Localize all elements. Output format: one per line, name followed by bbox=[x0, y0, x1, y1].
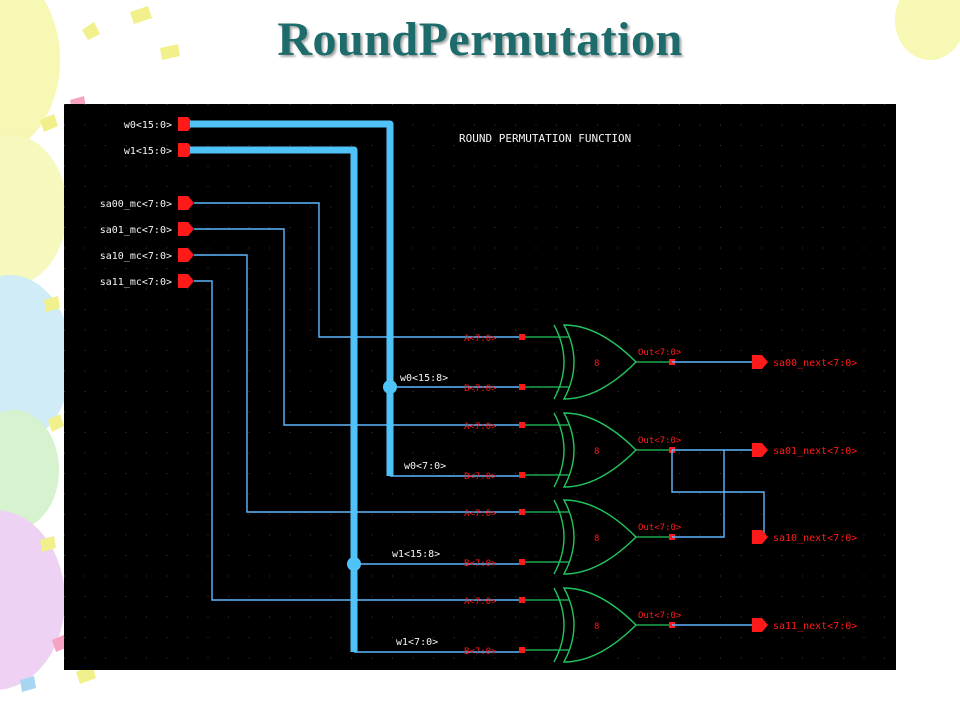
schematic-drawing: ROUND PERMUTATION FUNCTION w0<15:0> w1<1… bbox=[64, 104, 896, 670]
gate-width-label: 8 bbox=[594, 534, 599, 544]
input-label-w0: w0<15:0> bbox=[124, 120, 172, 131]
schematic-heading: ROUND PERMUTATION FUNCTION bbox=[459, 132, 631, 145]
input-label-sa10: sa10_mc<7:0> bbox=[100, 251, 172, 262]
gate-port-b-pin bbox=[519, 559, 525, 565]
balloon-yellow bbox=[0, 0, 60, 154]
xor-gate-input-arc bbox=[553, 499, 565, 575]
confetti bbox=[130, 6, 152, 24]
xor-gate-input-arc bbox=[553, 412, 565, 488]
confetti bbox=[40, 114, 58, 132]
xor-gate-body bbox=[562, 587, 637, 663]
bus-tap-w0-high bbox=[383, 380, 397, 394]
input-pin-sa11 bbox=[178, 274, 194, 288]
wire-cross-2 bbox=[672, 449, 752, 538]
gate-port-b-label: B<7:0> bbox=[464, 647, 497, 657]
output-label-sa00: sa00_next<7:0> bbox=[773, 358, 857, 369]
input-pin-sa10 bbox=[178, 248, 194, 262]
bus-tap-w1-high bbox=[347, 557, 361, 571]
confetti bbox=[44, 296, 60, 312]
gate-port-a-pin bbox=[519, 334, 525, 340]
input-pin-sa00 bbox=[178, 196, 194, 210]
gate-port-a-label: A<7:0> bbox=[464, 597, 497, 607]
confetti bbox=[48, 414, 64, 432]
balloon-purple bbox=[0, 510, 65, 690]
wire-sa01 bbox=[194, 228, 519, 426]
xor-gate-input-arc bbox=[553, 324, 565, 400]
gate-width-label: 8 bbox=[594, 622, 599, 632]
gate-width-label: 8 bbox=[594, 447, 599, 457]
gate-port-a-label: A<7:0> bbox=[464, 334, 497, 344]
confetti bbox=[40, 536, 56, 552]
input-label-sa01: sa01_mc<7:0> bbox=[100, 225, 172, 236]
xor-gate-body bbox=[562, 324, 637, 400]
output-pin-sa00 bbox=[752, 355, 768, 369]
output-label-sa11: sa11_next<7:0> bbox=[773, 621, 857, 632]
output-pin-sa11 bbox=[752, 618, 768, 632]
gate-port-a-label: A<7:0> bbox=[464, 422, 497, 432]
bus-tap-label-w1-low: w1<7:0> bbox=[396, 637, 438, 648]
output-pin-sa01 bbox=[752, 443, 768, 457]
schematic-canvas: ROUND PERMUTATION FUNCTION w0<15:0> w1<1… bbox=[64, 104, 896, 670]
bus-tap-label-w1-high: w1<15:8> bbox=[392, 549, 440, 560]
gate-port-out-label: Out<7:0> bbox=[638, 611, 682, 621]
input-label-sa00: sa00_mc<7:0> bbox=[100, 199, 172, 210]
confetti bbox=[20, 676, 36, 692]
gate-port-a-pin bbox=[519, 422, 525, 428]
wire-sa11 bbox=[194, 280, 519, 601]
xor-gate-input-arc bbox=[553, 587, 565, 663]
input-label-w1: w1<15:0> bbox=[124, 146, 172, 157]
gate-port-b-label: B<7:0> bbox=[464, 384, 497, 394]
input-pin-sa01 bbox=[178, 222, 194, 236]
wire-sa00 bbox=[194, 202, 519, 338]
gate-port-b-pin bbox=[519, 647, 525, 653]
gate-port-b-label: B<7:0> bbox=[464, 559, 497, 569]
balloon-yellow bbox=[0, 135, 67, 285]
bus-w0 bbox=[190, 120, 394, 476]
gate-port-out-label: Out<7:0> bbox=[638, 348, 682, 358]
slide-title: RoundPermutation bbox=[277, 13, 683, 66]
gate-port-out-label: Out<7:0> bbox=[638, 523, 682, 533]
gate-port-b-pin bbox=[519, 384, 525, 390]
gate-port-b-pin bbox=[519, 472, 525, 478]
xor-gate-body bbox=[562, 499, 637, 575]
bus-tap-label-w0-high: w0<15:8> bbox=[400, 373, 448, 384]
output-label-sa10: sa10_next<7:0> bbox=[773, 533, 857, 544]
bus-tap-label-w0-low: w0<7:0> bbox=[404, 461, 446, 472]
gate-port-b-label: B<7:0> bbox=[464, 472, 497, 482]
output-label-sa01: sa01_next<7:0> bbox=[773, 446, 857, 457]
balloon-green bbox=[0, 410, 59, 530]
gate-port-a-pin bbox=[519, 597, 525, 603]
confetti bbox=[82, 22, 100, 40]
confetti bbox=[160, 44, 180, 60]
output-pin-sa10 bbox=[752, 530, 768, 544]
gate-port-a-pin bbox=[519, 509, 525, 515]
input-label-sa11: sa11_mc<7:0> bbox=[100, 277, 172, 288]
gate-port-a-label: A<7:0> bbox=[464, 509, 497, 519]
balloon-yellow bbox=[895, 0, 960, 60]
xor-gate-body bbox=[562, 412, 637, 488]
wire-sa10 bbox=[194, 254, 519, 513]
bus-w1 bbox=[190, 146, 358, 652]
gate-port-out-label: Out<7:0> bbox=[638, 436, 682, 446]
gate-width-label: 8 bbox=[594, 359, 599, 369]
balloon-blue bbox=[0, 275, 72, 445]
